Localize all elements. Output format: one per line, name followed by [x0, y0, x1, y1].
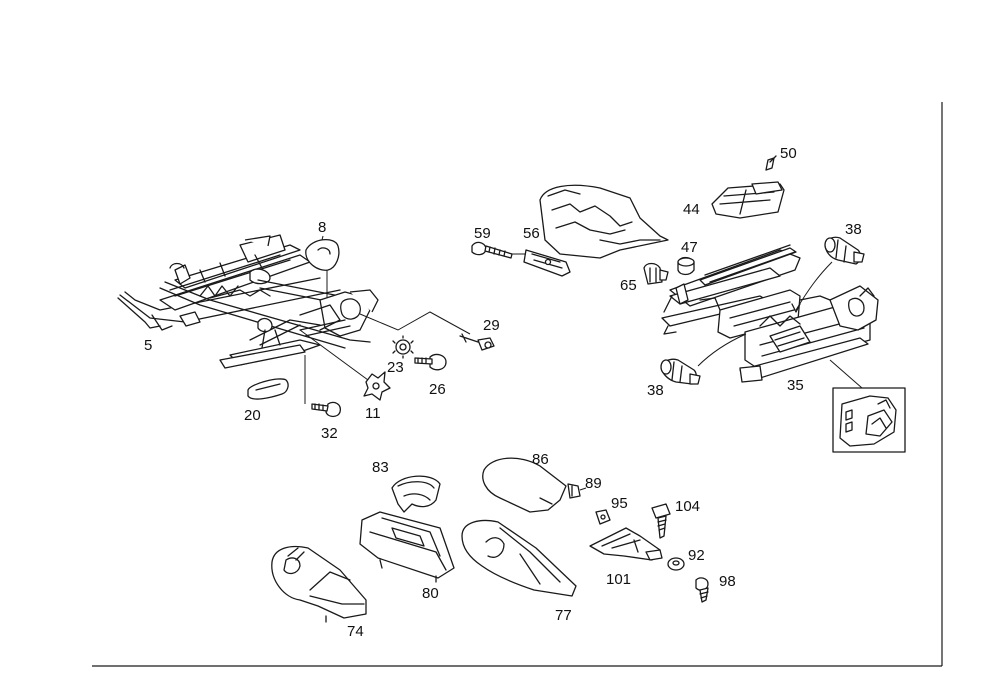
- part-38-upper-motor: [824, 236, 865, 265]
- callout-20: 20: [244, 407, 261, 424]
- callout-83: 83: [372, 459, 389, 476]
- callout-23: 23: [387, 359, 404, 376]
- callout-35: 35: [787, 377, 804, 394]
- part-98-screw: [695, 577, 709, 603]
- callout-65: 65: [620, 277, 637, 294]
- part-89-clip: [567, 483, 581, 499]
- part-83-strap: [391, 475, 441, 513]
- part-56-bracket: [523, 249, 571, 277]
- callout-77: 77: [555, 607, 572, 624]
- seat-cushion-frame: [539, 184, 669, 259]
- part-50-clip: [765, 155, 777, 171]
- callout-29: 29: [483, 317, 500, 334]
- part-77-sleeve: [461, 519, 577, 597]
- part-95-nut-clip: [595, 509, 611, 525]
- callout-101: 101: [606, 571, 631, 588]
- callout-80: 80: [422, 585, 439, 602]
- callout-38-upper: 38: [845, 221, 862, 238]
- part-23-star-washer: [392, 335, 414, 359]
- part-35-detail-box: [832, 387, 906, 453]
- callout-26: 26: [429, 381, 446, 398]
- callout-86: 86: [532, 451, 549, 468]
- callout-56: 56: [523, 225, 540, 242]
- part-104-bolt: [651, 503, 671, 539]
- part-29-bolt: [459, 333, 495, 351]
- callout-44: 44: [683, 201, 700, 218]
- callout-47: 47: [681, 239, 698, 256]
- part-59-screw: [471, 241, 513, 259]
- part-32-screw: [311, 401, 341, 418]
- callout-104: 104: [675, 498, 700, 515]
- callout-8: 8: [318, 219, 326, 236]
- callout-32: 32: [321, 425, 338, 442]
- part-38-lower-motor: [660, 358, 701, 385]
- part-11-star-knob: [363, 371, 391, 401]
- callout-98: 98: [719, 573, 736, 590]
- callout-95: 95: [611, 495, 628, 512]
- part-26-screw: [414, 353, 447, 371]
- seat-adjuster-frame: [661, 244, 879, 383]
- part-92-washer: [667, 557, 685, 571]
- part-86-shield: [482, 457, 567, 513]
- callout-5: 5: [144, 337, 152, 354]
- part-80-tray: [359, 511, 455, 583]
- callout-59: 59: [474, 225, 491, 242]
- callout-74: 74: [347, 623, 364, 640]
- part-101-bracket: [589, 527, 663, 561]
- callout-92: 92: [688, 547, 705, 564]
- part-44-cover: [711, 181, 785, 219]
- callout-89: 89: [585, 475, 602, 492]
- part-74-housing: [271, 545, 367, 623]
- part-65-switch: [643, 262, 669, 285]
- callout-11: 11: [365, 405, 381, 422]
- part-20-cover: [247, 378, 289, 400]
- part-8-knob: [305, 239, 340, 271]
- callout-50: 50: [780, 145, 797, 162]
- part-47-grommet: [677, 256, 695, 276]
- seat-rail-frame: [117, 234, 379, 369]
- callout-38-lower: 38: [647, 382, 664, 399]
